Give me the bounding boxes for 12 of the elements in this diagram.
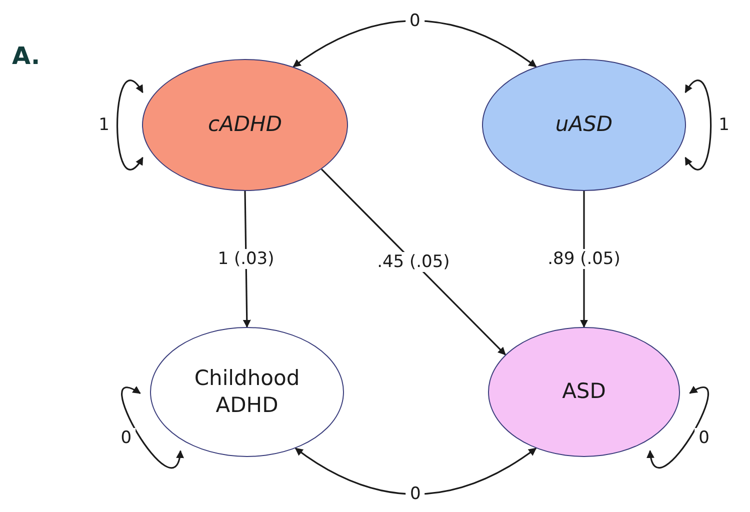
loop-arrow	[121, 386, 183, 468]
node-label: ASD	[562, 378, 606, 406]
loop-arrow	[648, 386, 709, 468]
curved-double-arrow	[294, 448, 537, 495]
node-label: cADHD	[208, 111, 282, 138]
panel-label: A.	[12, 42, 40, 70]
loop-arrow	[684, 80, 712, 170]
arrow	[320, 168, 506, 356]
curved-double-arrow	[292, 20, 537, 68]
node-label: uASD	[555, 111, 613, 138]
loop-arrow	[116, 80, 144, 170]
node-label: Childhood ADHD	[193, 364, 301, 419]
